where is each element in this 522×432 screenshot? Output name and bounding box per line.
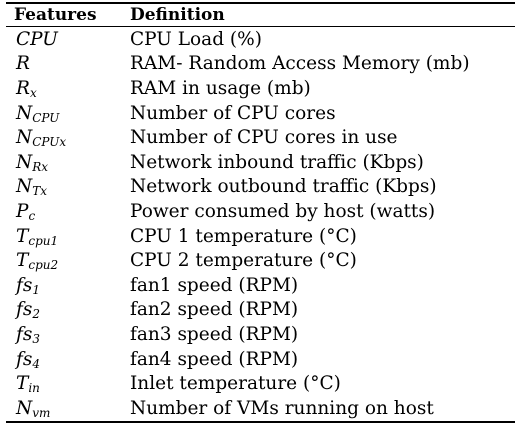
feature-definition: CPU 2 temperature (°C)	[130, 250, 357, 272]
top-rule	[6, 2, 515, 4]
feature-symbol-base: N	[16, 151, 33, 173]
feature-symbol-subscript: c	[28, 208, 36, 223]
feature-symbol: Rx	[6, 76, 130, 101]
feature-symbol-base: N	[16, 127, 33, 149]
feature-symbol: CPU	[6, 27, 130, 52]
feature-symbol-base: R	[16, 53, 30, 75]
feature-symbol-subscript: 4	[32, 356, 40, 371]
feature-definition: RAM- Random Access Memory (mb)	[130, 53, 470, 75]
feature-symbol: NRx	[6, 150, 130, 175]
feature-definition: CPU 1 temperature (°C)	[130, 225, 357, 247]
feature-symbol-base: fs	[16, 274, 33, 296]
feature-symbol-base: N	[16, 102, 33, 124]
feature-symbol: Tin	[6, 371, 130, 396]
feature-definition: Power consumed by host (watts)	[130, 200, 436, 222]
bottom-rule	[6, 420, 515, 423]
feature-definition: Network outbound traffic (Kbps)	[130, 176, 437, 198]
table-header: Features Definition	[6, 4, 515, 26]
feature-symbol: Nvm	[6, 396, 130, 421]
feature-symbol: fs3	[6, 322, 130, 347]
feature-symbol: fs4	[6, 347, 130, 372]
feature-symbol-base: CPU	[16, 28, 58, 50]
feature-symbol-subscript: CPUx	[32, 135, 67, 150]
feature-definition: Network inbound traffic (Kbps)	[130, 151, 424, 173]
feature-definition: Inlet temperature (°C)	[130, 373, 341, 395]
header-row: Features Definition	[6, 4, 515, 26]
feature-symbol-base: N	[16, 176, 33, 198]
features-table-grid: Features Definition	[6, 4, 515, 26]
feature-symbol: Pc	[6, 199, 130, 224]
feature-symbol-base: fs	[16, 299, 33, 321]
feature-symbol: R	[6, 52, 130, 77]
feature-symbol-base: N	[16, 397, 33, 419]
feature-definition: fan3 speed (RPM)	[130, 323, 299, 345]
feature-symbol: NCPUx	[6, 125, 130, 150]
feature-symbol-base: T	[16, 225, 29, 247]
header-rule	[6, 26, 515, 27]
feature-symbol: fs2	[6, 298, 130, 323]
feature-symbol: Tcpu2	[6, 248, 130, 273]
feature-symbol-base: fs	[16, 348, 33, 370]
feature-symbol-subscript: CPU	[32, 110, 60, 125]
header-features: Features	[14, 5, 97, 25]
feature-symbol: NCPU	[6, 101, 130, 126]
feature-symbol-subscript: 2	[32, 307, 40, 322]
table-body: CPU CPU Load (%) R RAM- Random Access Memor…	[6, 27, 515, 421]
feature-definition: fan2 speed (RPM)	[130, 299, 299, 321]
feature-definition: Number of CPU cores	[130, 102, 336, 124]
feature-definition: RAM in usage (mb)	[130, 77, 311, 99]
feature-definition: fan4 speed (RPM)	[130, 348, 299, 370]
features-table-body: CPU CPU Load (%) R RAM- Random Access Memor…	[6, 27, 515, 421]
feature-symbol-base: P	[16, 200, 29, 222]
feature-definition: Number of CPU cores in use	[130, 127, 398, 149]
feature-symbol-subscript: Rx	[32, 159, 48, 174]
feature-symbol-subscript: vm	[32, 405, 51, 420]
feature-definition: Number of VMs running on host	[130, 397, 434, 419]
feature-symbol-subscript: cpu2	[28, 258, 59, 273]
features-table: Features Definition CPU CPU Load (%) R RAM-…	[6, 2, 515, 423]
feature-symbol-base: R	[16, 77, 30, 99]
feature-symbol: NTx	[6, 175, 130, 200]
feature-symbol: Tcpu1	[6, 224, 130, 249]
feature-definition: fan1 speed (RPM)	[130, 274, 299, 296]
feature-definition: CPU Load (%)	[130, 28, 262, 50]
header-definition: Definition	[130, 5, 225, 25]
feature-symbol-subscript: 3	[32, 331, 40, 346]
feature-symbol-subscript: cpu1	[28, 233, 59, 248]
feature-symbol: fs1	[6, 273, 130, 298]
feature-symbol-subscript: 1	[32, 282, 40, 297]
feature-symbol-subscript: in	[28, 381, 40, 396]
feature-symbol-base: T	[16, 250, 29, 272]
feature-symbol-base: T	[16, 373, 29, 395]
feature-symbol-base: fs	[16, 323, 33, 345]
feature-symbol-subscript: x	[29, 85, 37, 100]
table-row: R RAM- Random Access Memory (mb)	[6, 52, 515, 77]
feature-symbol-subscript: Tx	[32, 184, 47, 199]
table-row: CPU CPU Load (%)	[6, 27, 515, 52]
